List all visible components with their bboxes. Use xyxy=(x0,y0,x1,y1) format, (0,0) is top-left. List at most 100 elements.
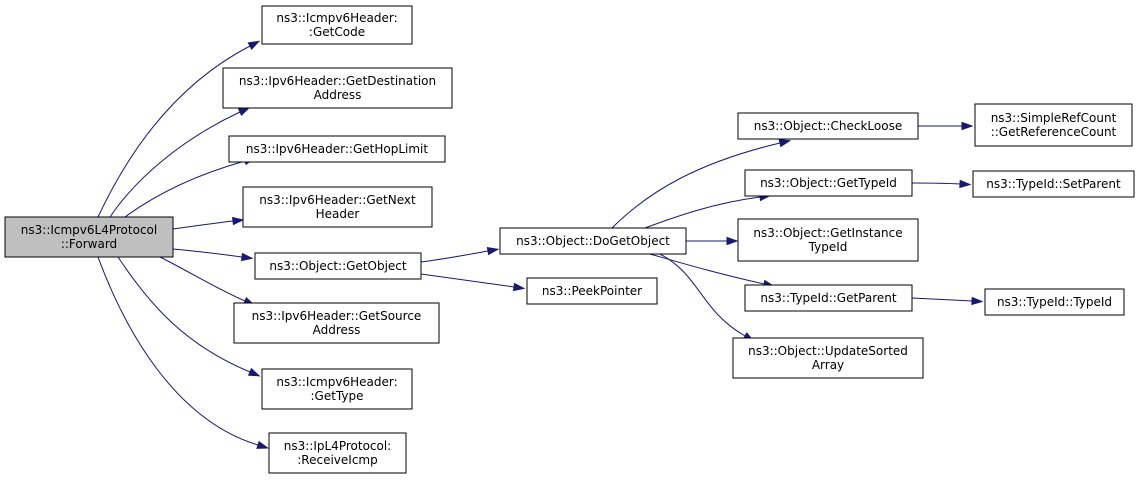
node-box[interactable] xyxy=(526,277,658,305)
edge-forward-getobject xyxy=(172,248,254,262)
node-box[interactable] xyxy=(228,135,446,163)
node-box[interactable] xyxy=(254,252,422,280)
node-box[interactable] xyxy=(233,302,440,344)
edge-arrowhead xyxy=(512,282,526,292)
node-box[interactable] xyxy=(744,284,913,312)
edge-line xyxy=(172,248,243,258)
edge-arrowhead xyxy=(247,40,261,50)
node-label: Address xyxy=(313,323,361,337)
node-label: :GetCode xyxy=(309,25,365,39)
node-label: ns3::Object::GetObject xyxy=(269,259,407,273)
node-getobject[interactable]: ns3::Object::GetObject xyxy=(254,252,422,280)
edge-arrowhead xyxy=(726,236,739,246)
edge-forward-getdest xyxy=(109,107,251,218)
edge-line xyxy=(109,111,241,218)
edge-line xyxy=(159,256,246,302)
node-box[interactable] xyxy=(744,169,913,197)
edge-dogetobject-updatesorted xyxy=(659,253,755,342)
node-label: ::Forward xyxy=(61,237,117,251)
node-label: ns3::TypeId::GetParent xyxy=(760,291,896,305)
edge-forward-gettype xyxy=(117,256,261,377)
edge-line xyxy=(659,253,746,337)
node-box[interactable] xyxy=(737,112,919,140)
edge-arrowhead xyxy=(778,139,792,148)
node-gethop[interactable]: ns3::Ipv6Header::GetHopLimit xyxy=(228,135,446,163)
edge-arrowhead xyxy=(237,107,251,117)
edge-dogetobject-getinstancetypeid xyxy=(686,236,739,246)
node-label: Address xyxy=(314,88,362,102)
node-box[interactable] xyxy=(499,227,687,255)
node-box[interactable] xyxy=(268,432,407,474)
node-label: ns3::IpL4Protocol: xyxy=(284,439,391,453)
nodes-layer: ns3::Icmpv6L4Protocol::Forwardns3::Icmpv… xyxy=(4,5,1135,474)
edge-line xyxy=(172,220,234,230)
node-label: ns3::Ipv6Header::GetDestination xyxy=(239,74,436,88)
node-getcode[interactable]: ns3::Icmpv6Header::GetCode xyxy=(261,5,413,45)
node-getparent[interactable]: ns3::TypeId::GetParent xyxy=(744,284,913,312)
edge-arrowhead xyxy=(971,296,984,306)
node-box[interactable] xyxy=(974,103,1133,147)
edge-arrowhead xyxy=(256,440,270,449)
edge-line xyxy=(117,256,251,373)
node-label: ns3::Object::UpdateSorted xyxy=(748,344,908,358)
node-label: ns3::Object::GetTypeId xyxy=(760,176,897,190)
node-label: :GetType xyxy=(311,389,364,403)
node-typeid[interactable]: ns3::TypeId::TypeId xyxy=(984,288,1125,316)
node-box[interactable] xyxy=(222,67,453,109)
node-box[interactable] xyxy=(242,186,433,228)
node-checkloose[interactable]: ns3::Object::CheckLoose xyxy=(737,112,919,140)
node-box[interactable] xyxy=(4,216,174,258)
node-label: TypeId xyxy=(808,240,848,254)
edge-gettypeid-setparent xyxy=(911,179,972,189)
edge-line xyxy=(911,297,973,302)
node-box[interactable] xyxy=(737,218,919,262)
edge-forward-gethop xyxy=(124,157,257,218)
node-gettype[interactable]: ns3::Icmpv6Header::GetType xyxy=(261,368,413,410)
node-gettypeid[interactable]: ns3::Object::GetTypeId xyxy=(744,169,913,197)
node-label: ns3::Object::CheckLoose xyxy=(754,119,902,133)
edge-dogetobject-checkloose xyxy=(611,139,792,229)
edge-forward-getcode xyxy=(97,40,261,218)
node-label: ns3::Ipv6Header::GetSource xyxy=(252,309,422,323)
node-label: :ReceiveIcmp xyxy=(297,453,377,467)
edge-line xyxy=(124,160,246,218)
node-label: ::GetReferenceCount xyxy=(991,125,1117,139)
node-dogetobject[interactable]: ns3::Object::DoGetObject xyxy=(499,227,687,255)
node-label: ns3::SimpleRefCount xyxy=(991,111,1117,125)
edge-forward-getnext xyxy=(172,216,245,230)
node-box[interactable] xyxy=(261,368,413,410)
edge-forward-receiveicmp xyxy=(97,256,270,449)
node-label: Header xyxy=(316,207,360,221)
node-box[interactable] xyxy=(972,170,1135,198)
node-refcount[interactable]: ns3::SimpleRefCount::GetReferenceCount xyxy=(974,103,1133,147)
edge-forward-getsource xyxy=(159,256,256,306)
node-label: ns3::Icmpv6Header: xyxy=(276,11,397,25)
edge-arrowhead xyxy=(232,216,245,226)
node-label: ns3::Ipv6Header::GetNext xyxy=(259,193,416,207)
edge-line xyxy=(97,256,259,446)
edge-checkloose-refcount xyxy=(918,121,974,131)
node-label: ns3::TypeId::SetParent xyxy=(986,177,1121,191)
edge-line xyxy=(644,196,761,229)
node-peekpointer[interactable]: ns3::PeekPointer xyxy=(526,277,658,305)
node-box[interactable] xyxy=(732,337,924,379)
edge-arrowhead xyxy=(961,121,974,131)
node-box[interactable] xyxy=(261,5,413,45)
edge-arrowhead xyxy=(486,246,500,256)
node-forward[interactable]: ns3::Icmpv6L4Protocol::Forward xyxy=(4,216,174,258)
node-receiveicmp[interactable]: ns3::IpL4Protocol::ReceiveIcmp xyxy=(268,432,407,474)
edge-arrowhead xyxy=(240,252,254,262)
edge-getobject-dogetobject xyxy=(420,246,500,263)
node-box[interactable] xyxy=(984,288,1125,316)
node-label: ns3::TypeId::TypeId xyxy=(997,295,1112,309)
node-label: ns3::Object::GetInstance xyxy=(753,226,902,240)
node-setparent[interactable]: ns3::TypeId::SetParent xyxy=(972,170,1135,198)
edge-line xyxy=(420,273,515,288)
edge-line xyxy=(649,253,765,285)
